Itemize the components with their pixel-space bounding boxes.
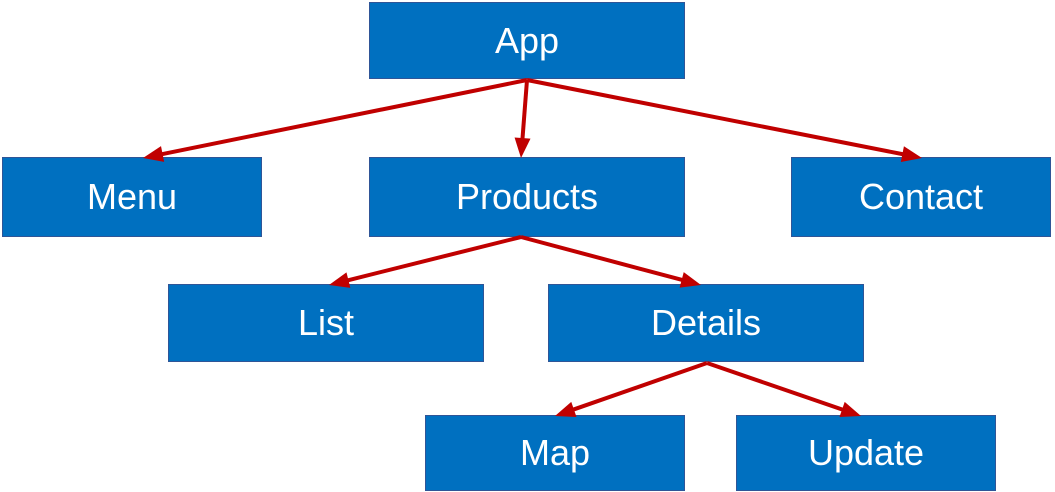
node-details: Details [548,284,864,362]
arrow-line [345,235,522,283]
arrow-line [160,78,528,157]
arrow-head [679,272,701,288]
arrow-head [514,137,531,158]
node-contact-label: Contact [858,176,984,217]
node-list: List [168,284,484,362]
arrow-app-to-products [514,79,531,158]
arrow-line [706,361,845,413]
node-app: App [369,2,685,79]
node-details-label: Details [650,302,762,343]
arrow-details-to-map [555,361,708,417]
node-update: Update [736,415,996,491]
arrow-line [520,235,685,283]
arrow-head [839,401,861,418]
node-list-label: List [297,302,355,343]
arrow-app-to-menu [143,78,528,162]
node-app-label: App [494,19,560,61]
arrow-products-to-list [329,235,522,288]
arrow-head [555,401,577,417]
arrow-head [143,146,165,162]
node-menu-label: Menu [86,176,178,217]
arrow-details-to-update [706,361,861,418]
node-products: Products [369,157,685,237]
node-contact: Contact [791,157,1051,237]
node-products-label: Products [455,176,599,217]
arrow-line [571,361,708,412]
arrow-app-to-contact [526,78,922,162]
arrow-head [900,146,922,162]
node-menu: Menu [2,157,262,237]
arrow-line [520,79,529,141]
arrow-head [329,272,351,288]
arrow-line [526,78,905,157]
node-update-label: Update [807,432,925,473]
node-map: Map [425,415,685,491]
node-map-label: Map [519,432,591,473]
arrow-products-to-details [520,235,701,288]
